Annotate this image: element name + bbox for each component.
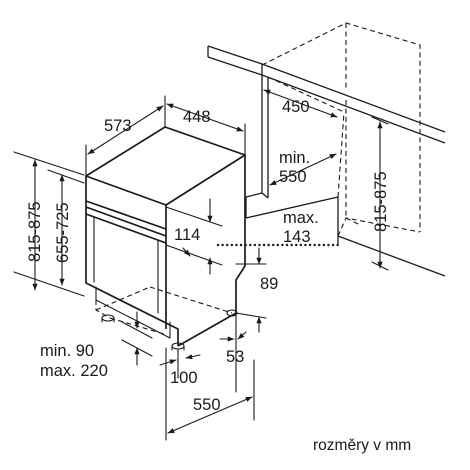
plinth-height-dimension: 89: [235, 247, 278, 333]
width-dimension: 448: [166, 103, 246, 156]
plinth-max-label: max. 220: [40, 362, 108, 380]
niche-hidden-lines: [261, 22, 421, 237]
max-value: 143: [283, 228, 311, 246]
max-dimension: max. 143: [216, 209, 340, 247]
body-height-label: 655-725: [54, 202, 72, 263]
foot-depth-dimension: 100: [159, 348, 201, 387]
plinth-depth-label: 53: [226, 348, 244, 366]
plinth-range-dimension: min. 90 max. 220: [40, 311, 153, 380]
min-depth-dimension: min. 550: [269, 149, 337, 186]
plinth-depth-dimension: 53: [219, 312, 247, 393]
min-depth-value: 550: [279, 168, 307, 186]
plinth-min-label: min. 90: [40, 342, 94, 360]
niche-width-dimension: 450: [263, 89, 338, 118]
depth-dimension: 573: [85, 95, 166, 177]
niche-width-label: 450: [282, 98, 310, 116]
niche-outline: [207, 45, 446, 277]
foot-depth-label: 100: [170, 369, 198, 387]
body-height-dimension: 655-725: [47, 169, 85, 286]
width-label: 448: [183, 108, 211, 126]
niche-height-dimension: 815-875: [371, 116, 390, 271]
height-label: 815-875: [26, 201, 44, 262]
dishwasher-body: [85, 126, 246, 347]
max-label: max.: [283, 209, 319, 227]
plinth-height-label: 89: [260, 275, 278, 293]
units-caption: rozměry v mm: [313, 437, 411, 454]
depth-label: 573: [104, 117, 132, 135]
height-dimension: 815-875: [13, 151, 85, 297]
min-depth-label: min.: [279, 149, 310, 167]
panel-offset-dimension: 114: [165, 198, 223, 275]
niche-height-label: 815-875: [372, 171, 390, 232]
panel-offset-label: 114: [174, 226, 200, 244]
total-depth-dimension: 550: [165, 347, 255, 441]
total-depth-label: 550: [193, 396, 221, 414]
